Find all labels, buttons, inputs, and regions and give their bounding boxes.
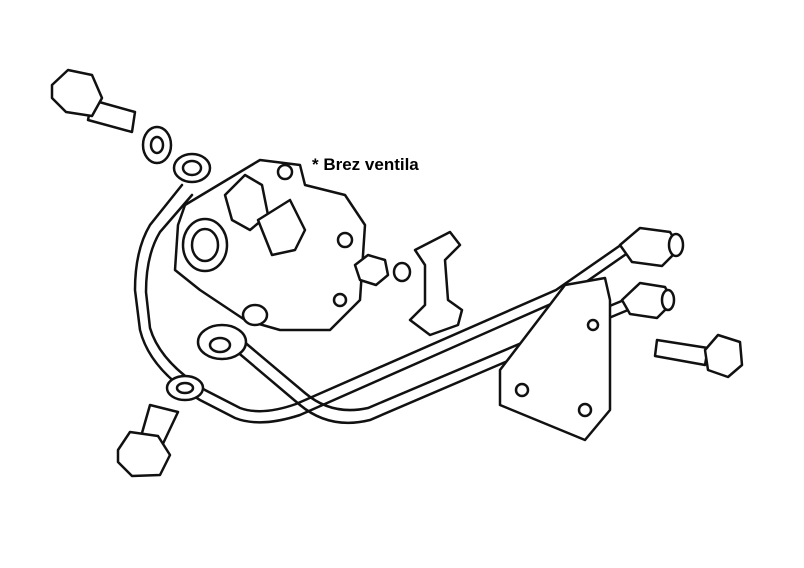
mounting-bolt-right [653,333,744,379]
fuel-pipe-lower [233,293,642,425]
mounting-bracket [498,276,612,442]
banjo-fitting-upper [172,152,212,184]
pipe-nut-upper [618,226,685,268]
banjo-bolt-top [50,68,137,134]
washer-bottom [165,374,205,402]
washer-top [141,125,173,165]
small-nut [353,253,412,287]
banjo-fitting-lower [196,323,248,361]
annotation-note: * Brez ventila [312,155,419,174]
pipe-nut-lower [620,281,676,320]
valve-body [173,158,367,332]
banjo-bolt-bottom [116,403,180,478]
pipe-clip [408,230,464,337]
fuel-pipe-upper [133,183,634,424]
